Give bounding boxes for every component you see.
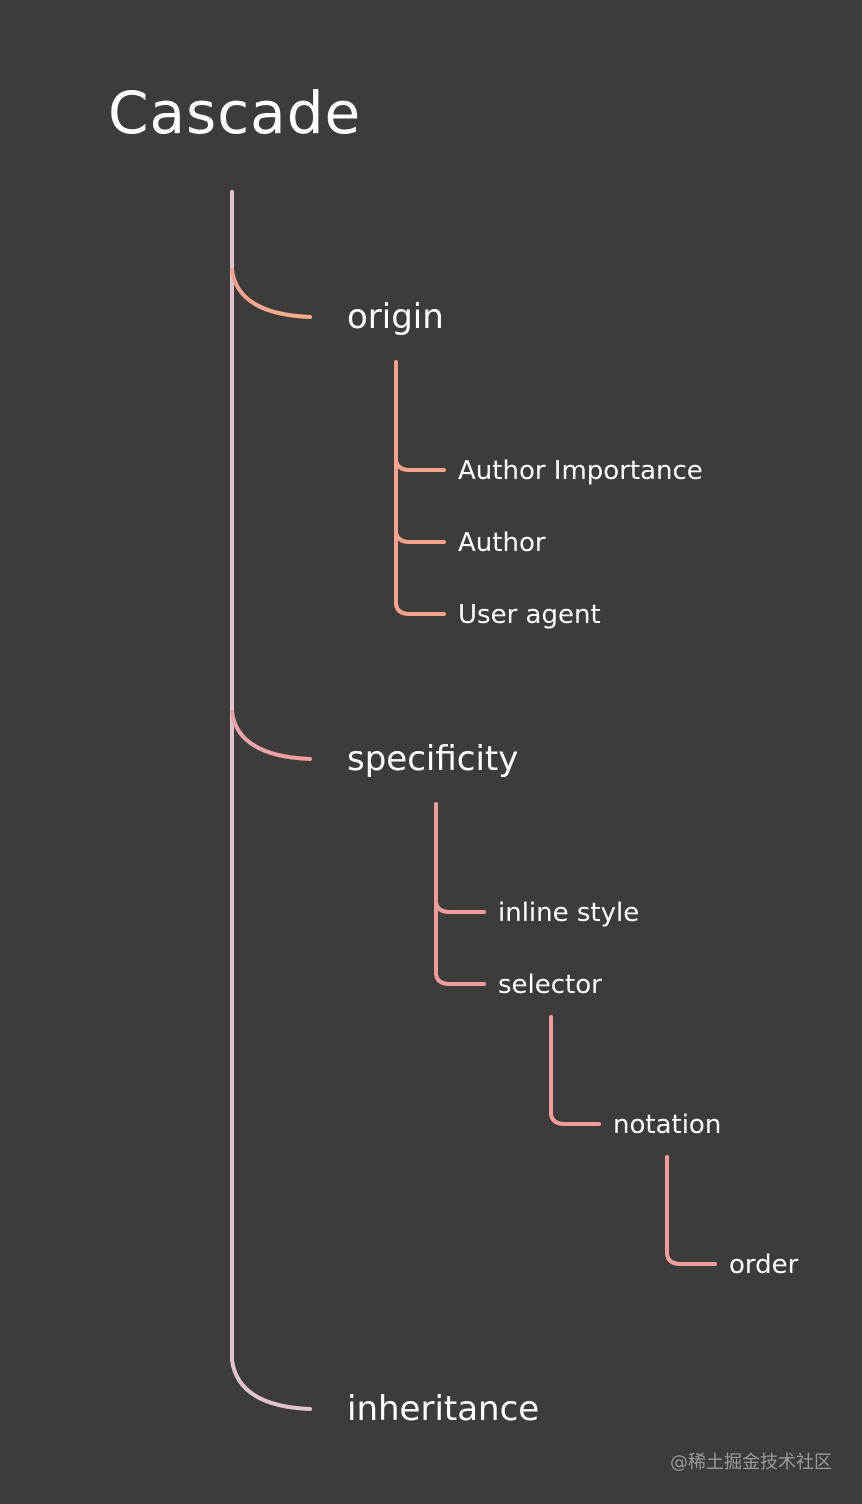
specificity-branch	[230, 710, 312, 761]
node-origin: origin	[347, 297, 444, 337]
user-agent-connector	[394, 602, 446, 616]
node-author-importance: Author Importance	[458, 456, 703, 486]
inline-style-connector	[434, 900, 486, 914]
node-specificity: specificity	[347, 739, 519, 779]
order-connector	[665, 1155, 717, 1266]
diagram-title: Cascade	[108, 79, 362, 147]
notation-connector	[549, 1015, 601, 1126]
author-connector	[394, 530, 446, 544]
selector-connector	[434, 972, 486, 986]
node-selector: selector	[498, 970, 602, 1000]
node-author: Author	[458, 528, 546, 558]
node-inheritance: inheritance	[347, 1389, 540, 1429]
node-user-agent: User agent	[458, 600, 601, 630]
node-notation: notation	[613, 1110, 722, 1140]
author-importance-connector	[394, 458, 446, 472]
inheritance-branch	[230, 1358, 312, 1411]
node-inline-style: inline style	[498, 898, 640, 928]
node-order: order	[729, 1250, 799, 1280]
origin-branch	[230, 268, 312, 319]
watermark: @稀土掘金技术社区	[670, 1452, 832, 1473]
